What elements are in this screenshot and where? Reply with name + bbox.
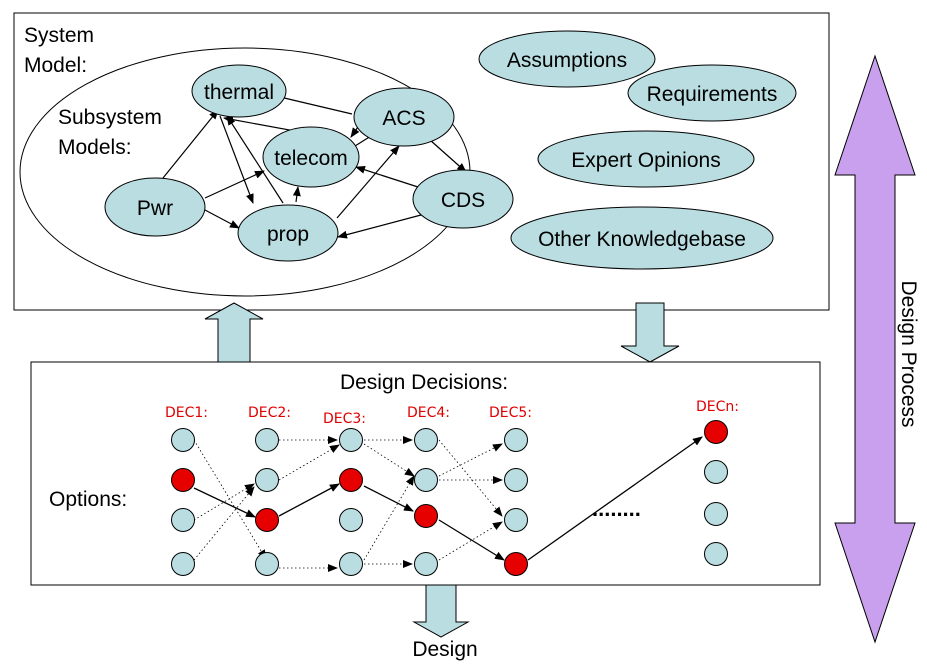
option-dot-dec1-opt2-selected[interactable]: [171, 468, 195, 492]
dec2-label: DEC2:: [248, 405, 291, 421]
option-dot-dec4-opt1[interactable]: [414, 428, 438, 452]
design-decisions-title: Design Decisions:: [340, 371, 508, 394]
selected-path: [193, 436, 703, 561]
dec4-label: DEC4:: [407, 405, 450, 421]
option-dot-dec2-opt3-selected[interactable]: [255, 508, 279, 532]
option-dot-dec4-opt2[interactable]: [414, 468, 438, 492]
node-acs[interactable]: ACS: [353, 87, 455, 147]
knowledge-assumptions-label: Assumptions: [507, 49, 627, 72]
option-dot-dec5-opt3[interactable]: [504, 508, 528, 532]
node-cds-label: CDS: [441, 189, 485, 212]
system-model-title-line1: System: [24, 24, 94, 47]
knowledge-expert-opinions-label: Expert Opinions: [571, 149, 720, 172]
option-dot-dec1-opt1[interactable]: [171, 428, 195, 452]
design-process-label: Design Process: [897, 280, 920, 427]
node-pwr-label: Pwr: [137, 197, 173, 220]
design-output-label: Design: [412, 638, 477, 661]
option-dot-dec6-opt1-selected[interactable]: [704, 420, 728, 444]
node-acs-label: ACS: [382, 107, 425, 130]
design-process-arrow: [834, 54, 916, 644]
node-prop-label: prop: [267, 223, 309, 246]
design-output-arrow: [412, 584, 470, 638]
option-dot-dec5-opt1[interactable]: [504, 428, 528, 452]
node-telecom-label: telecom: [274, 147, 348, 170]
node-prop[interactable]: prop: [237, 204, 339, 262]
option-dot-dec5-opt2[interactable]: [504, 468, 528, 492]
up-block-arrow: [204, 302, 264, 363]
node-thermal-label: thermal: [204, 81, 274, 104]
dec3-label: DEC3:: [323, 411, 366, 427]
dec1-label: DEC1:: [165, 405, 208, 421]
option-dot-dec3-opt3[interactable]: [339, 508, 363, 532]
option-dot-dec1-opt4[interactable]: [171, 552, 195, 576]
option-dot-dec3-opt2-selected[interactable]: [339, 468, 363, 492]
option-dot-dec3-opt1[interactable]: [339, 428, 363, 452]
down-block-arrow: [620, 302, 680, 363]
option-dot-dec2-opt1[interactable]: [255, 428, 279, 452]
candidate-links: [193, 436, 503, 572]
option-dot-dec4-opt3-selected[interactable]: [414, 504, 438, 528]
option-dot-dec5-opt4-selected[interactable]: [504, 552, 528, 576]
node-telecom[interactable]: telecom: [262, 126, 360, 188]
node-thermal[interactable]: thermal: [191, 64, 287, 118]
options-label: Options:: [49, 488, 127, 511]
option-dot-dec2-opt2[interactable]: [255, 468, 279, 492]
node-cds[interactable]: CDS: [412, 169, 514, 229]
ellipsis: ........: [592, 496, 641, 521]
option-dot-dec3-opt4[interactable]: [339, 552, 363, 576]
knowledge-other[interactable]: Other Knowledgebase: [510, 206, 774, 270]
subsystem-links: [162, 96, 467, 239]
option-dot-dec1-opt3[interactable]: [171, 508, 195, 532]
decn-label: DECn:: [696, 399, 739, 415]
option-dot-dec4-opt4[interactable]: [414, 552, 438, 576]
node-pwr[interactable]: Pwr: [104, 177, 206, 237]
knowledge-expert-opinions[interactable]: Expert Opinions: [537, 130, 755, 188]
option-dot-dec2-opt4[interactable]: [255, 552, 279, 576]
option-dots: [171, 420, 728, 576]
option-dot-dec6-opt4[interactable]: [704, 542, 728, 566]
knowledge-assumptions[interactable]: Assumptions: [478, 30, 656, 88]
knowledge-other-label: Other Knowledgebase: [538, 228, 746, 251]
option-dot-dec6-opt2[interactable]: [704, 460, 728, 484]
subsystem-label-line2: Models:: [58, 136, 132, 159]
system-model-title-line2: Model:: [24, 54, 87, 77]
dec5-label: DEC5:: [489, 405, 532, 421]
knowledge-requirements-label: Requirements: [647, 83, 778, 106]
subsystem-label-line1: Subsystem: [58, 106, 162, 129]
option-dot-dec6-opt3[interactable]: [704, 502, 728, 526]
knowledge-requirements[interactable]: Requirements: [627, 64, 797, 122]
